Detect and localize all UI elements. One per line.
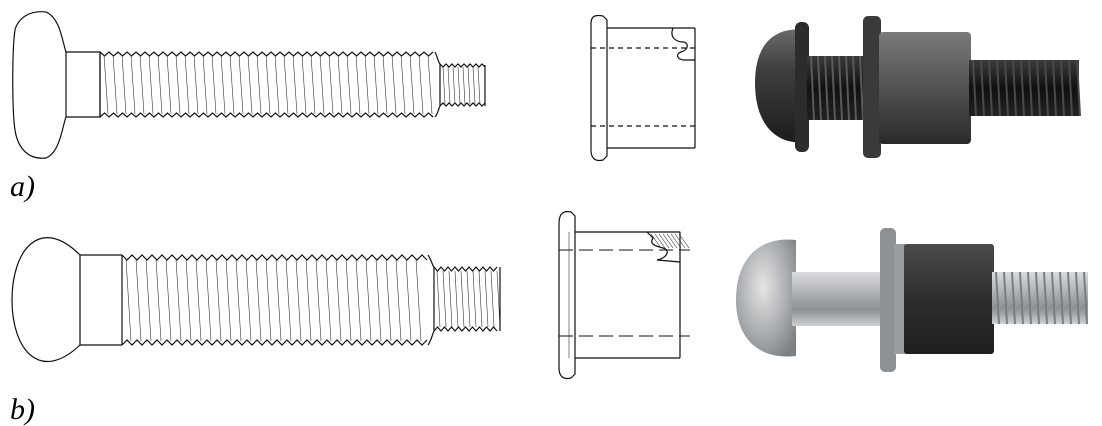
bolt-drawing-a xyxy=(12,11,486,159)
row-a: a) xyxy=(0,0,1102,205)
photo-fastener-b xyxy=(736,228,1088,372)
photo-fastener-a xyxy=(755,16,1081,158)
row-b: b) xyxy=(0,205,1102,425)
bolt-drawing-b xyxy=(11,237,501,363)
collar-drawing-b xyxy=(558,211,690,380)
figure-label-b: b) xyxy=(10,393,35,426)
collar-drawing-a xyxy=(590,14,696,162)
figure-label-a: a) xyxy=(10,170,35,203)
